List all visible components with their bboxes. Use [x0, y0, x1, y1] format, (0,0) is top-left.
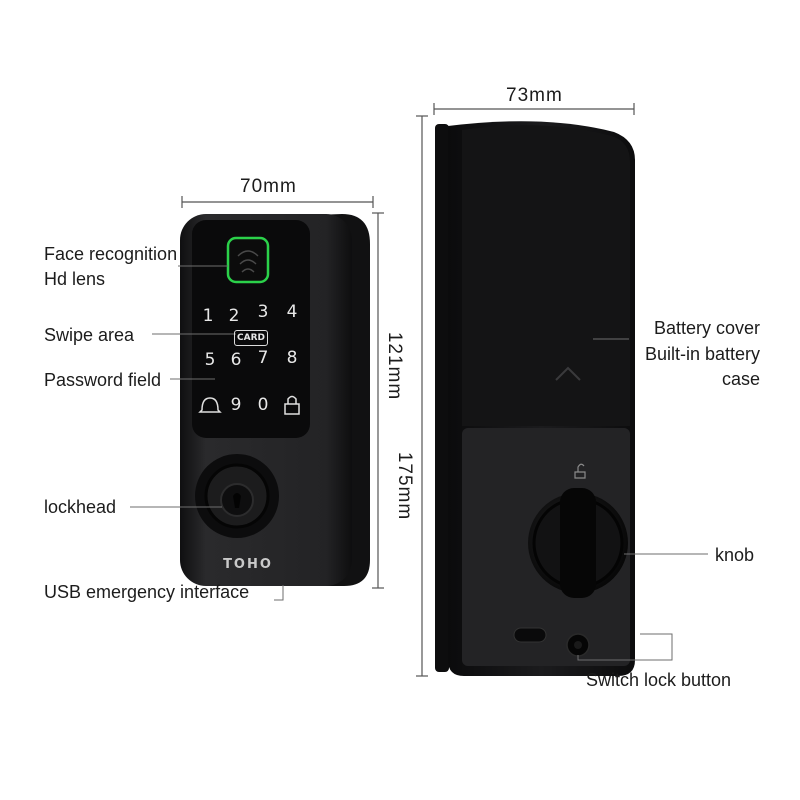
bell-icon[interactable]: [198, 397, 222, 413]
dimension-lines: [181, 103, 635, 677]
front-lock: [180, 214, 370, 586]
battery-cover-arrow: [555, 366, 581, 381]
label-battery-case: case: [721, 369, 760, 389]
dim-label-175mm: 175mm: [394, 451, 416, 521]
label-lockhead: lockhead: [44, 497, 117, 517]
fingerprint-lines: [237, 250, 259, 273]
dim-label-121mm: 121mm: [384, 331, 406, 401]
keypad-key-0[interactable]: 0: [257, 395, 269, 415]
switch-lock-button[interactable]: [513, 627, 547, 643]
card-swipe-area[interactable]: CARD: [234, 330, 268, 346]
keyhole: [233, 493, 241, 508]
label-switch-lock-button: Switch lock button: [586, 670, 732, 690]
label-password-field: Password field: [44, 370, 162, 390]
unlock-icon: [574, 463, 586, 479]
keypad-key-7[interactable]: 7: [257, 348, 269, 368]
lock-icon[interactable]: [284, 395, 300, 415]
keypad-key-4[interactable]: 4: [286, 302, 298, 322]
keypad-panel: [192, 220, 310, 438]
dim-label-73mm: 73mm: [506, 85, 563, 106]
keypad-key-6[interactable]: 6: [230, 350, 242, 370]
back-lock: [435, 121, 635, 676]
label-face-recognition: Face recognition: [44, 244, 178, 264]
knob-handle[interactable]: [560, 488, 596, 598]
label-built-in-battery: Built-in battery: [644, 344, 760, 364]
label-usb-interface: USB emergency interface: [44, 582, 250, 602]
label-knob: knob: [715, 545, 755, 565]
keypad-key-2[interactable]: 2: [228, 306, 240, 326]
keypad-key-5[interactable]: 5: [204, 350, 216, 370]
leader-lines: [130, 265, 708, 661]
keypad-key-1[interactable]: 1: [202, 306, 214, 326]
keypad-key-9[interactable]: 9: [230, 395, 242, 415]
label-swipe-area: Swipe area: [44, 325, 135, 345]
dim-label-70mm: 70mm: [240, 176, 297, 197]
label-hd-lens: Hd lens: [44, 269, 106, 289]
switch-button-center: [574, 641, 582, 649]
battery-cover[interactable]: [462, 125, 630, 426]
keypad-key-8[interactable]: 8: [286, 348, 298, 368]
label-battery-cover: Battery cover: [653, 318, 760, 338]
keypad-key-3[interactable]: 3: [257, 302, 269, 322]
brand-logo: TOHO: [223, 557, 273, 572]
mounting-plate-edge: [435, 124, 449, 672]
